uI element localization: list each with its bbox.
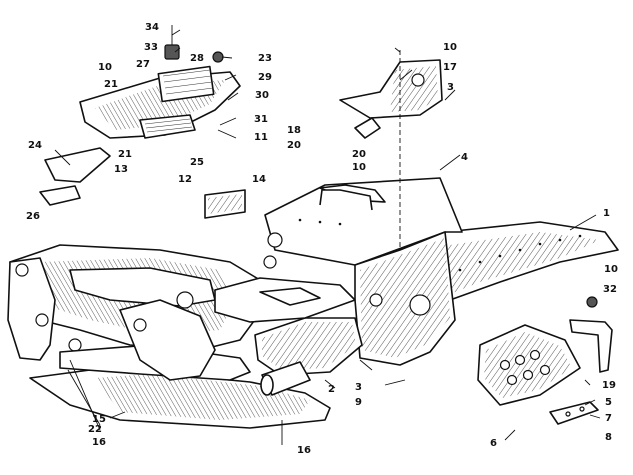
leader-lines bbox=[67, 29, 601, 445]
callout-12: 12 bbox=[178, 174, 192, 185]
callout-1: 1 bbox=[603, 208, 610, 219]
callout-27: 27 bbox=[136, 59, 150, 70]
callout-10: 10 bbox=[352, 162, 366, 173]
callout-25: 25 bbox=[190, 157, 204, 168]
callout-23: 23 bbox=[258, 53, 272, 64]
callout-11: 11 bbox=[254, 132, 268, 143]
front-frame bbox=[7, 244, 363, 396]
plate-14 bbox=[204, 189, 246, 219]
callout-15: 15 bbox=[92, 414, 106, 425]
callout-9: 9 bbox=[355, 397, 362, 408]
callout-32: 32 bbox=[603, 284, 617, 295]
callout-21: 21 bbox=[118, 149, 132, 160]
callout-20: 20 bbox=[352, 149, 366, 160]
callout-34: 34 bbox=[145, 22, 159, 33]
belly-pan bbox=[29, 365, 331, 429]
callout-16: 16 bbox=[92, 437, 106, 448]
callout-18: 18 bbox=[287, 125, 301, 136]
console-assembly bbox=[79, 25, 241, 139]
callout-10: 10 bbox=[98, 62, 112, 73]
callout-4: 4 bbox=[461, 152, 468, 163]
callout-17: 17 bbox=[443, 62, 457, 73]
callout-33: 33 bbox=[144, 42, 158, 53]
callout-14: 14 bbox=[252, 174, 266, 185]
hook-bracket-32 bbox=[569, 296, 613, 373]
callout-29: 29 bbox=[258, 72, 272, 83]
callout-10: 10 bbox=[443, 42, 457, 53]
callout-10: 10 bbox=[604, 264, 618, 275]
callout-3: 3 bbox=[447, 82, 454, 93]
callout-19: 19 bbox=[602, 380, 616, 391]
callout-7: 7 bbox=[605, 413, 612, 424]
bracket-13 bbox=[39, 147, 111, 206]
callout-5: 5 bbox=[605, 397, 612, 408]
skid-plate bbox=[477, 324, 599, 425]
callout-31: 31 bbox=[254, 114, 268, 125]
callout-22: 22 bbox=[88, 424, 102, 435]
callout-24: 24 bbox=[28, 140, 42, 151]
callout-2: 2 bbox=[328, 384, 335, 395]
callout-6: 6 bbox=[490, 438, 497, 449]
callout-28: 28 bbox=[190, 53, 204, 64]
callout-16: 16 bbox=[297, 445, 311, 456]
chassis-tunnel bbox=[263, 177, 619, 366]
callout-3: 3 bbox=[355, 382, 362, 393]
callout-20: 20 bbox=[287, 140, 301, 151]
callout-26: 26 bbox=[26, 211, 40, 222]
callout-30: 30 bbox=[255, 90, 269, 101]
callout-8: 8 bbox=[605, 432, 612, 443]
steering-support-17 bbox=[339, 50, 443, 250]
callout-21: 21 bbox=[104, 79, 118, 90]
callout-13: 13 bbox=[114, 164, 128, 175]
callouts: 1 2 3 3 4 5 6 7 8 9 10 10 10 10 11 12 13… bbox=[26, 22, 618, 456]
